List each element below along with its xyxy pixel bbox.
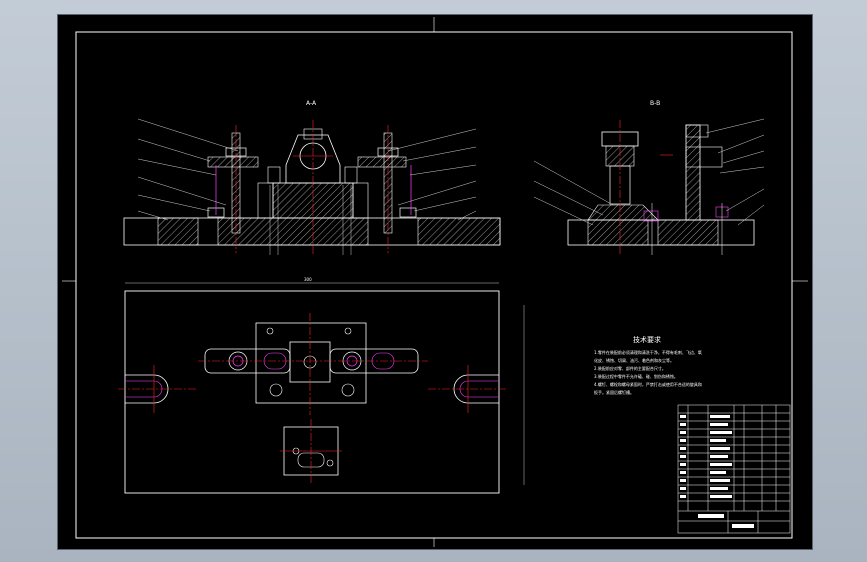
note-line-1: 1.零件在装配前必须清理和清洗干净，不得有毛刺、飞边、氧 bbox=[594, 349, 702, 355]
note-line-5: 4.螺钉、螺栓和螺母紧固时，严禁打击或使用不合适的旋具和 bbox=[594, 381, 702, 387]
section-view-a: A-A bbox=[123, 100, 501, 255]
note-line-3: 2.装配前应对零、部件的主要配合尺寸。 bbox=[594, 365, 666, 371]
title-block bbox=[677, 404, 791, 534]
plan-view: 300 bbox=[118, 277, 525, 494]
drawing-frame bbox=[62, 17, 808, 547]
section-b-title: B-B bbox=[650, 100, 660, 107]
cad-viewport[interactable]: A-A bbox=[57, 14, 813, 550]
note-line-6: 扳手。紧固后螺钉槽。 bbox=[594, 389, 634, 395]
title-block-text-marks bbox=[680, 415, 754, 528]
note-line-4: 3.装配过程中零件不允许磕、碰、划伤和锈蚀。 bbox=[594, 373, 678, 379]
fixture-drawing: A-A bbox=[62, 17, 808, 547]
technical-requirements: 技术要求 1.零件在装配前必须清理和清洗干净，不得有毛刺、飞边、氧 化皮、锈蚀、… bbox=[594, 335, 702, 395]
note-line-2: 化皮、锈蚀、切屑、油污、着色剂和灰尘等。 bbox=[594, 357, 674, 363]
overall-width-dimension: 300 bbox=[304, 277, 312, 282]
notes-title: 技术要求 bbox=[633, 335, 661, 344]
section-a-title: A-A bbox=[306, 100, 317, 107]
section-view-b: B-B bbox=[533, 100, 765, 255]
